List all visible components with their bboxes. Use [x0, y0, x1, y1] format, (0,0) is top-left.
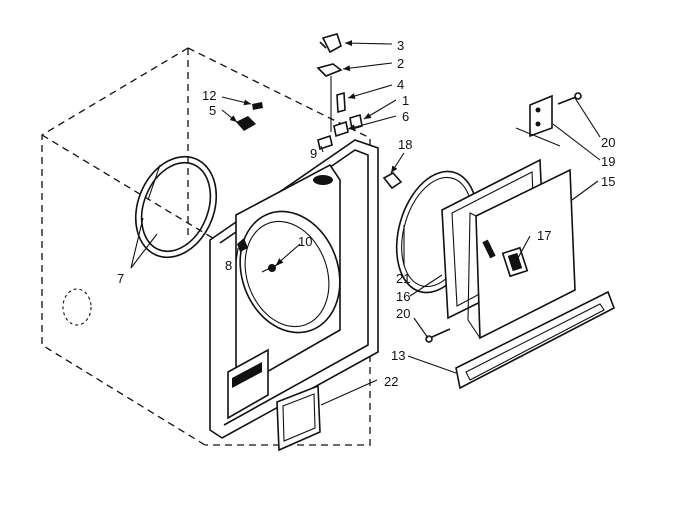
callout-16: 16 — [396, 289, 410, 304]
callout-labels: 3 2 4 1 6 12 5 9 18 20 19 15 10 8 7 17 2… — [117, 38, 615, 389]
callout-3: 3 — [397, 38, 404, 53]
callout-19: 19 — [601, 154, 615, 169]
lint-filter-cover — [276, 384, 321, 452]
front-panel — [209, 139, 379, 439]
callout-15: 15 — [601, 174, 615, 189]
callout-22: 22 — [384, 374, 398, 389]
callout-18: 18 — [398, 137, 412, 152]
door-switch-hardware — [236, 33, 363, 151]
callout-12: 12 — [202, 88, 216, 103]
callout-13: 13 — [391, 348, 405, 363]
callout-2: 2 — [397, 56, 404, 71]
callout-20-top: 20 — [601, 135, 615, 150]
drum-seal-ring — [134, 155, 218, 259]
door-assembly — [382, 158, 576, 340]
screw-lower — [425, 328, 451, 343]
callout-6: 6 — [402, 109, 409, 124]
callout-1: 1 — [402, 93, 409, 108]
callout-9: 9 — [310, 146, 317, 161]
callout-8: 8 — [225, 258, 232, 273]
callout-4: 4 — [397, 77, 404, 92]
callout-20-bottom: 20 — [396, 306, 410, 321]
door-hinge — [515, 92, 582, 147]
callout-17: 17 — [537, 228, 551, 243]
callout-5: 5 — [209, 103, 216, 118]
leader-lines — [130, 40, 601, 406]
callout-21: 21 — [396, 271, 410, 286]
callout-7: 7 — [117, 271, 124, 286]
toe-panel — [455, 290, 615, 390]
callout-10: 10 — [298, 234, 312, 249]
